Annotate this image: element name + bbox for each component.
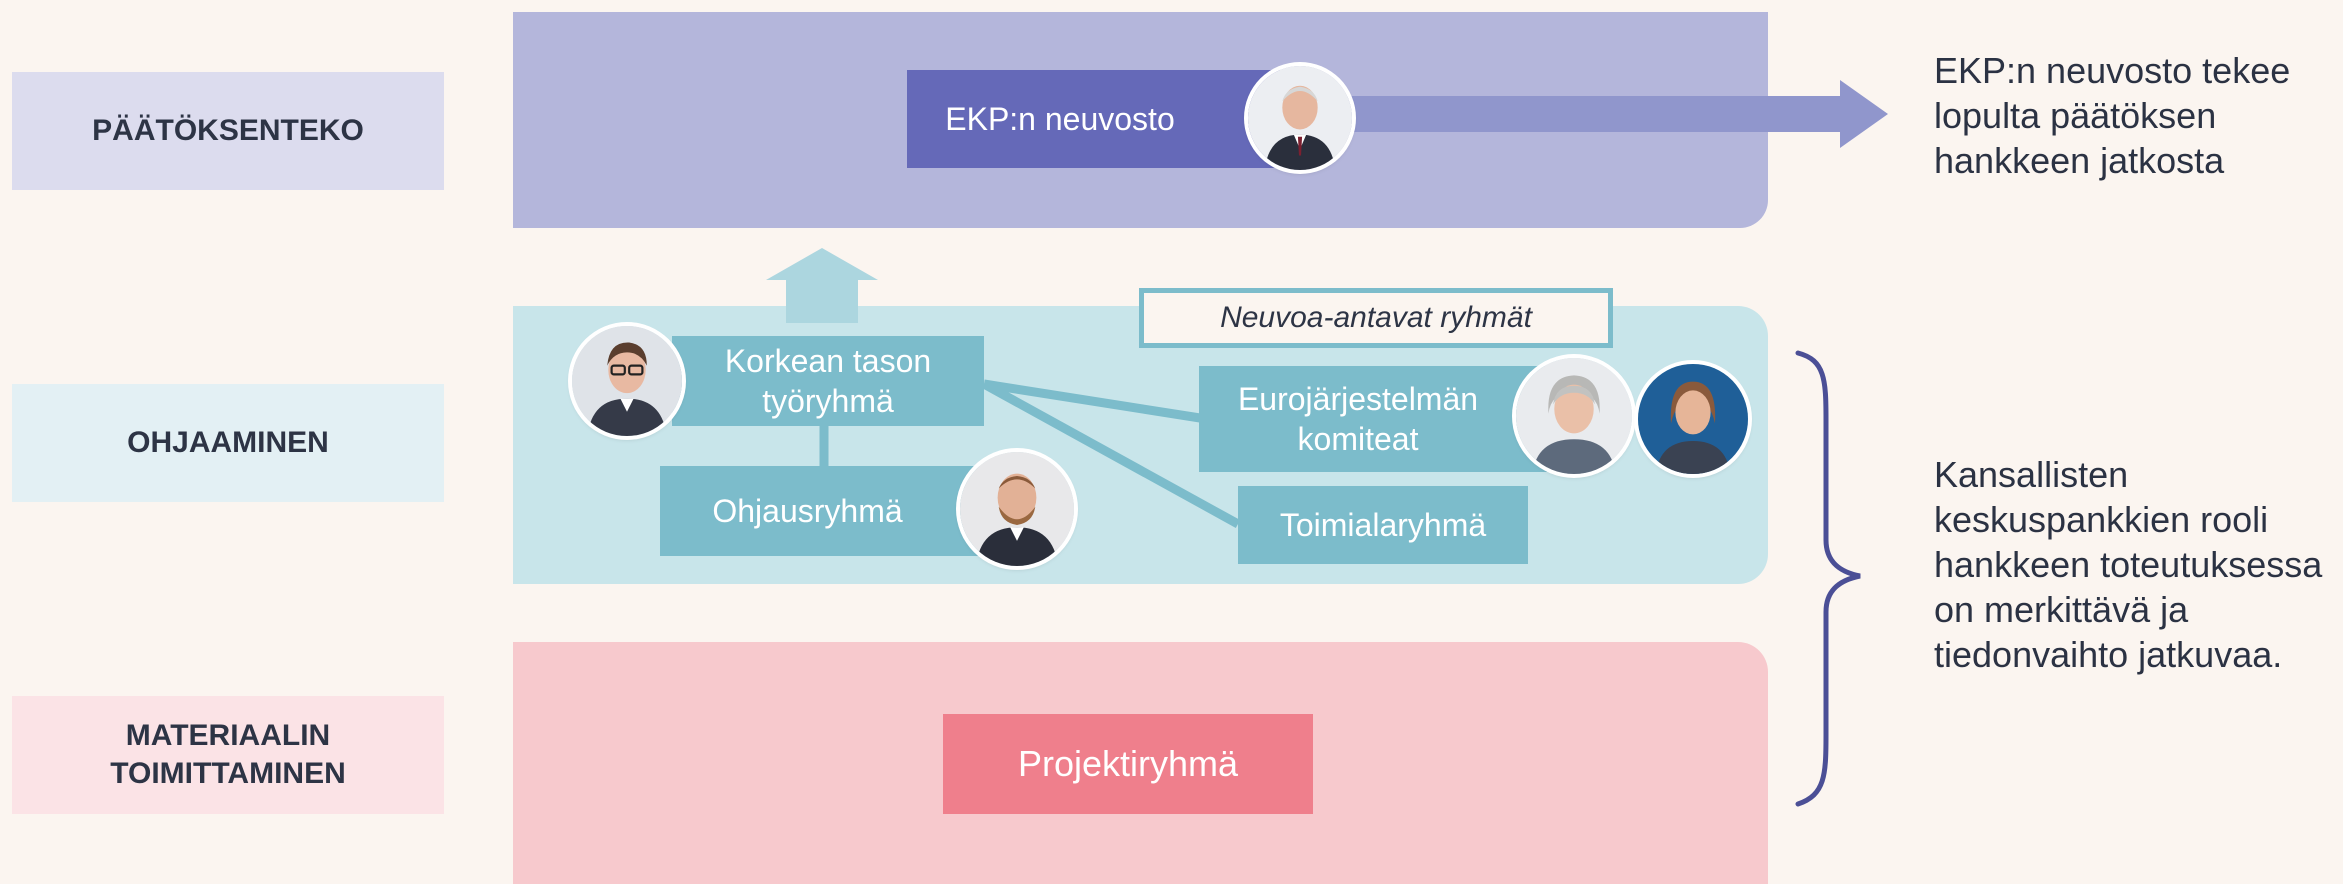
ecb-council-label: EKP:n neuvosto (945, 101, 1175, 137)
curly-brace (1795, 350, 1861, 807)
high-level-group-box: Korkean tason työryhmä (672, 336, 984, 426)
sector-groups-box: Toimialaryhmä (1238, 486, 1528, 564)
level-label-steering: OHJAAMINEN (12, 384, 444, 502)
person-icon (572, 326, 682, 436)
decision-arrow (1330, 80, 1888, 148)
eurosystem-committees-label: Eurojärjestelmän komiteat (1237, 381, 1479, 457)
ecb-council-box: EKP:n neuvosto (907, 70, 1283, 168)
project-group-label: Projektiryhmä (1017, 743, 1239, 784)
level-label-decision: PÄÄTÖKSENTEKO (12, 72, 444, 190)
project-group-box: Projektiryhmä (943, 714, 1313, 814)
person-icon (1638, 364, 1748, 474)
steering-group-label: Ohjausryhmä (712, 493, 903, 529)
committees-avatar-1 (1516, 358, 1632, 474)
note-decision: EKP:n neuvosto tekee lopulta päätöksen h… (1934, 50, 2291, 181)
high-level-group-label: Korkean tason työryhmä (724, 343, 932, 419)
note-national-central-banks: Kansallisten keskuspankkien rooli hankke… (1934, 454, 2323, 675)
person-icon (1516, 358, 1632, 474)
person-icon (960, 452, 1074, 566)
sector-groups-label: Toimialaryhmä (1279, 507, 1487, 543)
ecb-council-avatar (1248, 66, 1352, 170)
level-label-delivery: MATERIAALIN TOIMITTAMINEN (12, 696, 444, 814)
connector-line-committees (983, 379, 1201, 423)
up-arrow (766, 248, 878, 323)
advisory-groups-label: Neuvoa-antavat ryhmät (1139, 288, 1613, 348)
steering-group-avatar (960, 452, 1074, 566)
connector-line-sector (981, 380, 1241, 528)
person-icon (1248, 66, 1352, 170)
high-level-group-avatar (572, 326, 682, 436)
committees-avatar-2 (1638, 364, 1748, 474)
eurosystem-committees-box: Eurojärjestelmän komiteat (1199, 366, 1547, 472)
steering-group-box: Ohjausryhmä (660, 466, 985, 556)
